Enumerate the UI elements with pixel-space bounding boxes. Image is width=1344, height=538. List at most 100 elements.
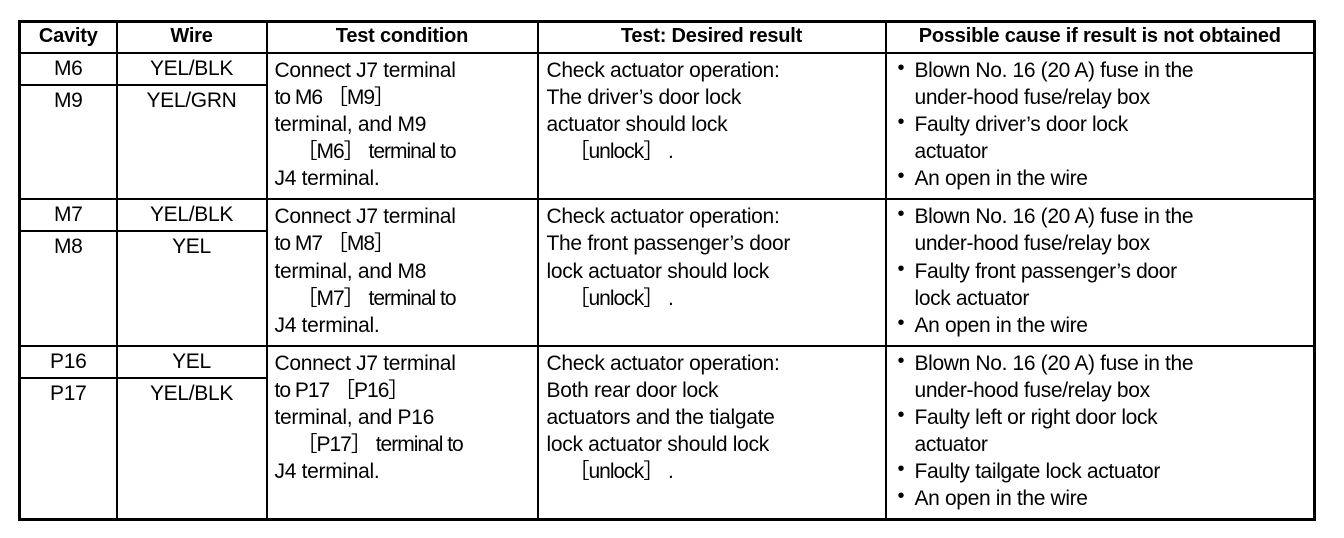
column-header-cavity: Cavity — [18, 20, 118, 54]
cavity-stack: M7 M8 — [21, 200, 116, 262]
condition-line: J4 terminal. — [274, 167, 380, 191]
column-header-possible-cause: Possible cause if result is not obtained — [884, 20, 1316, 54]
result-line: lock actuator should lock — [546, 259, 770, 283]
cause-line: Faulty tailgate lock actuator — [914, 460, 1161, 484]
bullet-icon: • — [897, 403, 905, 426]
cause-line: under-hood fuse/relay box — [914, 232, 1151, 256]
wire-value-top: YEL/BLK — [117, 54, 266, 86]
cell-desired-result: Check actuator operation: The driver’s d… — [536, 51, 887, 201]
bullet-icon: • — [897, 311, 905, 334]
column-header-wire: Wire — [115, 20, 268, 54]
cause-list: • Blown No. 16 (20 A) fuse in the under-… — [895, 57, 1310, 192]
wire-value-bottom: YEL — [172, 235, 211, 259]
cause-list: • Blown No. 16 (20 A) fuse in the under-… — [895, 350, 1310, 512]
condition-line: J4 terminal. — [274, 460, 380, 484]
cavity-stack: M6 M9 — [21, 54, 116, 116]
wire-value-bottom: YEL/BLK — [149, 381, 234, 405]
cause-line: Blown No. 16 (20 A) fuse in the — [914, 59, 1194, 82]
cell-desired-result: Check actuator operation: Both rear door… — [536, 344, 887, 521]
result-line: Check actuator operation: — [546, 351, 780, 375]
condition-line: ［M7］ terminal to — [296, 286, 457, 310]
wire-stack: YEL YEL/BLK — [117, 347, 266, 409]
cell-cavity: M7 M8 — [18, 198, 118, 347]
wire-value-bottom: YEL/GRN — [146, 89, 237, 112]
result-line: Both rear door lock — [546, 378, 719, 402]
cause-line: actuator — [914, 140, 988, 164]
result-line: ［unlock］ . — [568, 140, 674, 164]
bullet-icon: • — [897, 458, 905, 481]
cell-test-condition: Connect J7 terminal to M7 ［M8］ terminal,… — [265, 198, 539, 347]
list-item: • Blown No. 16 (20 A) fuse in the under-… — [895, 350, 1310, 404]
cavity-value-bottom: M8 — [53, 235, 83, 259]
cause-line: An open in the wire — [914, 313, 1088, 337]
cell-wire: YEL YEL/BLK — [115, 344, 268, 521]
cause-line: Faulty front passenger’s door — [914, 259, 1178, 283]
cavity-stack: P16 P17 — [21, 347, 116, 409]
cell-wire: YEL/BLK YEL — [115, 198, 268, 347]
cause-line: Blown No. 16 (20 A) fuse in the — [914, 205, 1194, 229]
cause-line: An open in the wire — [914, 487, 1088, 511]
cell-desired-result: Check actuator operation: The front pass… — [536, 198, 887, 347]
list-item: • Faulty left or right door lock actuato… — [895, 404, 1310, 458]
condition-line: terminal, and M9 — [274, 113, 427, 137]
condition-line: J4 terminal. — [274, 313, 380, 337]
table-body: M6 M9 YEL/BLK YEL/GRN Connect J7 termina… — [18, 51, 1316, 521]
cell-cavity: M6 M9 — [18, 51, 118, 201]
list-item: • An open in the wire — [895, 165, 1310, 192]
condition-line: ［M6］ terminal to — [296, 140, 457, 164]
cavity-value-top: M7 — [21, 200, 116, 233]
table-header: Cavity Wire Test condition Test: Desired… — [18, 20, 1316, 54]
bullet-icon: • — [897, 257, 905, 280]
condition-line: terminal, and P16 — [274, 405, 435, 429]
wire-value-top: YEL/BLK — [117, 200, 266, 233]
condition-line: Connect J7 terminal — [274, 59, 456, 82]
condition-line: Connect J7 terminal — [274, 351, 456, 375]
cause-line: under-hood fuse/relay box — [914, 378, 1151, 402]
cavity-value-top: P16 — [21, 347, 116, 379]
cause-line: actuator — [914, 433, 988, 457]
header-row: Cavity Wire Test condition Test: Desired… — [18, 20, 1316, 54]
condition-line: ［P17］ terminal to — [296, 433, 464, 457]
list-item: • Faulty driver’s door lock actuator — [895, 111, 1310, 165]
cause-line: under-hood fuse/relay box — [914, 86, 1151, 110]
bullet-icon: • — [897, 57, 905, 79]
wire-stack: YEL/BLK YEL — [117, 200, 266, 262]
column-header-desired-result: Test: Desired result — [536, 20, 887, 54]
condition-line: Connect J7 terminal — [274, 205, 456, 229]
result-line: ［unlock］ . — [568, 460, 674, 484]
result-line: The front passenger’s door — [546, 232, 791, 256]
list-item: • Blown No. 16 (20 A) fuse in the under-… — [895, 203, 1310, 257]
cause-line: lock actuator — [914, 286, 1030, 310]
result-line: ［unlock］ . — [568, 286, 674, 310]
cause-line: Faulty left or right door lock — [914, 405, 1158, 429]
result-line: Check actuator operation: — [546, 59, 780, 82]
wire-value-top: YEL — [117, 347, 266, 379]
result-line: actuators and the tialgate — [546, 405, 775, 429]
cell-cavity: P16 P17 — [18, 344, 118, 521]
cell-possible-cause: • Blown No. 16 (20 A) fuse in the under-… — [884, 198, 1316, 347]
result-line: actuator should lock — [546, 113, 728, 137]
condition-line: to M7 ［M8］ — [274, 232, 396, 256]
list-item: • An open in the wire — [895, 312, 1310, 339]
cavity-value-bottom: M9 — [53, 89, 83, 112]
condition-line: to P17 ［P16］ — [274, 378, 410, 402]
table-row: P16 P17 YEL YEL/BLK Connect J7 terminal … — [18, 344, 1316, 521]
troubleshooting-table: Cavity Wire Test condition Test: Desired… — [18, 20, 1316, 522]
column-header-test-condition: Test condition — [265, 20, 539, 54]
cause-line: Blown No. 16 (20 A) fuse in the — [914, 351, 1194, 375]
bullet-icon: • — [897, 485, 905, 508]
cause-line: An open in the wire — [914, 167, 1088, 191]
bullet-icon: • — [897, 165, 905, 188]
table-row: M7 M8 YEL/BLK YEL Connect J7 terminal to… — [18, 198, 1316, 347]
result-line: lock actuator should lock — [546, 433, 770, 457]
cell-wire: YEL/BLK YEL/GRN — [115, 51, 268, 201]
cause-list: • Blown No. 16 (20 A) fuse in the under-… — [895, 203, 1310, 338]
list-item: • Blown No. 16 (20 A) fuse in the under-… — [895, 57, 1310, 111]
list-item: • An open in the wire — [895, 485, 1310, 512]
result-line: Check actuator operation: — [546, 205, 780, 229]
result-line: The driver’s door lock — [546, 86, 742, 110]
wire-stack: YEL/BLK YEL/GRN — [117, 54, 266, 116]
cell-test-condition: Connect J7 terminal to M6 ［M9］ terminal,… — [265, 51, 539, 201]
list-item: • Faulty tailgate lock actuator — [895, 458, 1310, 485]
cell-test-condition: Connect J7 terminal to P17 ［P16］ termina… — [265, 344, 539, 521]
